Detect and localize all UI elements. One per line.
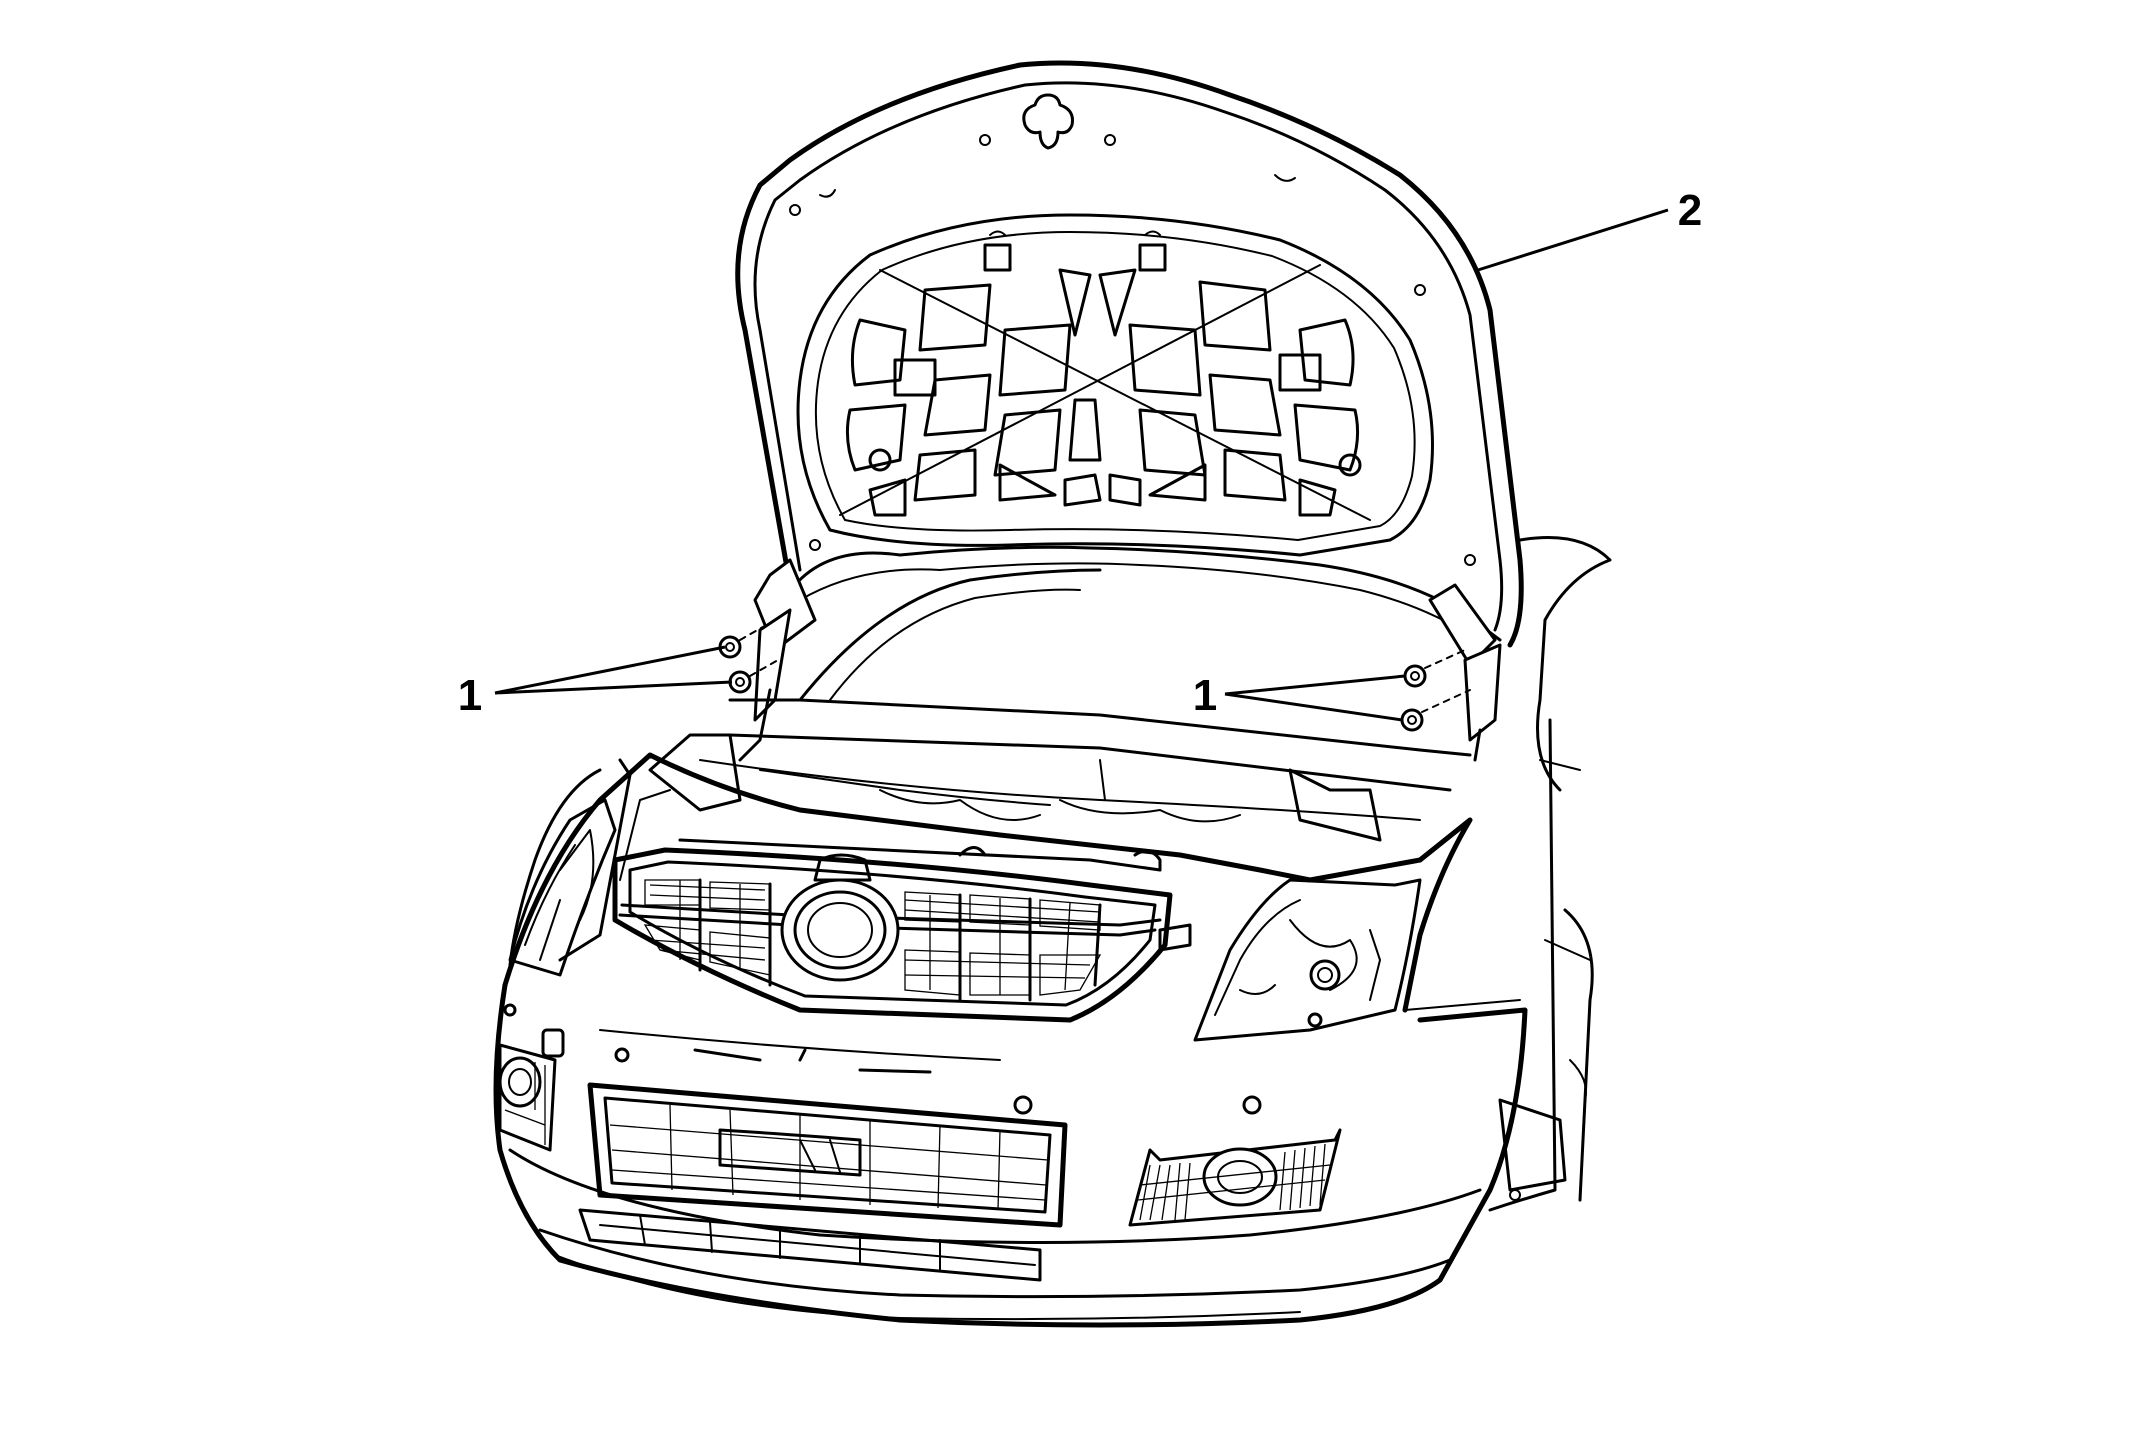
hood-latch-striker	[983, 230, 1167, 272]
hood-hinge-left	[738, 558, 817, 762]
callout-label-2: 2	[1678, 186, 1702, 235]
hood-outer-edge	[735, 60, 1524, 648]
hood-rear-edge	[793, 545, 1502, 642]
right-fender	[1488, 536, 1612, 1212]
hinge-bolt	[1403, 664, 1427, 688]
front-fascia	[493, 752, 1528, 1328]
callout-label-1: 1	[1193, 671, 1217, 720]
upper-grille	[612, 838, 1173, 1023]
hinge-bolt	[1400, 708, 1424, 732]
hood-inner-frame	[796, 213, 1434, 557]
engine-compartment	[559, 733, 1382, 921]
lower-grille	[587, 1082, 1068, 1228]
grille-emblem	[780, 878, 900, 982]
callout-1-right: 1	[1193, 671, 1406, 722]
hinge-bolt	[728, 670, 752, 694]
side-marker-right	[1158, 923, 1192, 952]
hinge-bolts-right	[1400, 649, 1471, 732]
hood	[735, 60, 1524, 651]
hood-emblem-cutout	[1022, 93, 1074, 150]
callout-2: 2	[1477, 186, 1702, 272]
park-sensor	[1013, 1095, 1033, 1115]
callout-label-1: 1	[458, 671, 482, 720]
lower-air-dam	[578, 1208, 1042, 1282]
windshield-frame	[699, 568, 1472, 821]
park-sensor	[1242, 1095, 1262, 1115]
hood-hinge-right	[1428, 583, 1502, 762]
hood-bumper	[868, 353, 1362, 477]
headlamp-opening-left	[508, 798, 617, 977]
hood-reinforcement-pattern	[839, 264, 1371, 521]
hood-inner-edge	[753, 81, 1504, 632]
callout-1-left: 1	[458, 645, 733, 720]
left-fender	[508, 758, 632, 967]
fog-lamp-left	[498, 1043, 557, 1152]
fog-lamp-right	[1128, 1128, 1342, 1227]
headlamp-opening-right	[1193, 878, 1422, 1042]
park-sensor-cover	[541, 1028, 565, 1058]
